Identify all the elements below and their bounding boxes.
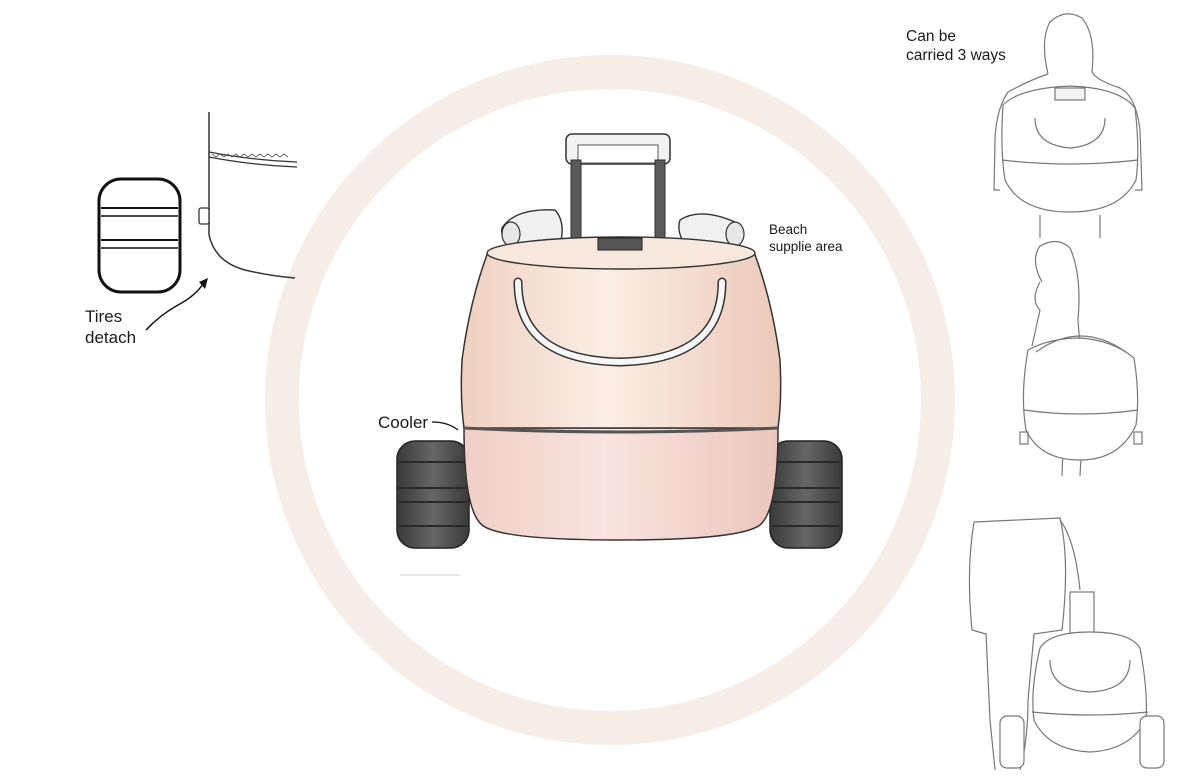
bag-side-outline: [208, 112, 296, 279]
beach-supplies-line-2: supplie area: [769, 238, 843, 254]
backpack-bag: [1001, 85, 1139, 213]
tires-detach-line-1: Tires: [85, 307, 123, 326]
rolling-carry-sketch: [968, 517, 1165, 771]
telescoping-handle: [565, 133, 671, 243]
carry-ways-line-2: carried 3 ways: [906, 47, 1006, 65]
left-wheel: [396, 440, 470, 549]
right-wheel: [769, 440, 843, 549]
cooler-compartment: [463, 427, 779, 541]
top-opening: [486, 236, 756, 270]
carry-ways-label: Can be carried 3 ways: [906, 27, 1006, 66]
cooler-pointer: [431, 421, 459, 431]
carry-ways-line-1: Can be: [906, 28, 956, 45]
tires-detach-line-2: detach: [85, 328, 137, 348]
shoulder-bag: [1022, 337, 1139, 461]
beach-supplies-line-1: Beach: [769, 222, 808, 237]
background-halo: [265, 55, 955, 745]
backpack-carry-sketch: [993, 13, 1143, 238]
bag-body: [460, 245, 782, 429]
arrow-head: [199, 278, 208, 289]
handle-clip: [597, 237, 643, 251]
detach-arrow: [145, 283, 204, 331]
zipper-line: [463, 426, 779, 434]
beach-supplies-label: Beach supplie area: [769, 222, 843, 256]
detached-tire: [97, 177, 182, 294]
rolled-towels: [501, 209, 745, 249]
wheel-mount-nub: [198, 207, 210, 225]
rolling-cooler-bag: [396, 133, 843, 576]
tires-detach-label: Tires detach: [85, 306, 136, 349]
shoulder-carry-sketch: [1019, 240, 1143, 477]
tire-detach-detail: [97, 112, 298, 331]
cooler-label: Cooler: [378, 413, 429, 432]
